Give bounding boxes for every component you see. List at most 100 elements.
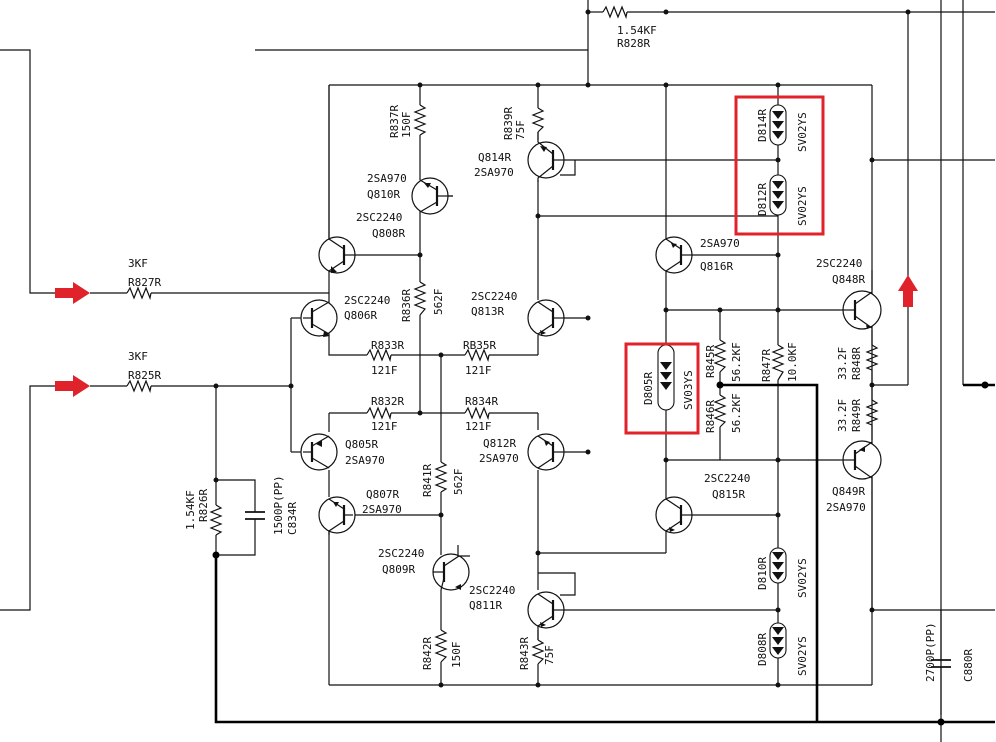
resistor-r833-value: 121F bbox=[371, 364, 398, 377]
resistor-r846-ref: R846R bbox=[704, 400, 717, 433]
resistor-r837-value: 150F bbox=[400, 112, 413, 139]
transistor-q849-type: 2SA970 bbox=[826, 501, 866, 514]
resistor-r832-ref: R832R bbox=[371, 395, 404, 408]
junction-dots bbox=[212, 9, 989, 726]
capacitor-c880-ref: C880R bbox=[962, 649, 975, 682]
transistor-q849-ref: Q849R bbox=[832, 485, 865, 498]
resistor-r827-value: 3KF bbox=[128, 257, 148, 270]
diode-d810-type: SV02YS bbox=[796, 558, 809, 598]
input-arrow-lower bbox=[55, 375, 90, 397]
input-arrow-upper bbox=[55, 282, 90, 304]
resistor-r834: R834R 121F bbox=[464, 395, 498, 433]
transistor-q812: Q812R 2SA970 bbox=[479, 433, 565, 471]
diode-d805-ref: D805R bbox=[642, 372, 655, 405]
capacitor-c834-value: 1500P(PP) bbox=[272, 475, 285, 535]
resistor-r828: 1.54KF R828R bbox=[602, 5, 657, 50]
capacitor-c834-ref: C834R bbox=[286, 502, 299, 535]
diode-d810: D810R SV02YS bbox=[756, 547, 809, 598]
diode-d814-ref: D814R bbox=[756, 109, 769, 142]
transistor-q848: 2SC2240 Q848R bbox=[816, 257, 882, 330]
resistor-r847: R847R 10.0KF bbox=[760, 342, 799, 382]
resistor-r847-ref: R847R bbox=[760, 349, 773, 382]
diode-d814: D814R SV02YS bbox=[756, 104, 809, 152]
resistor-r836: R836R 562F bbox=[400, 281, 445, 322]
resistor-r826-ref: R826R bbox=[197, 489, 210, 522]
diode-d810-ref: D810R bbox=[756, 557, 769, 590]
resistor-r846: R846R 56.2KF bbox=[704, 393, 743, 433]
resistor-r833-ref: R833R bbox=[371, 339, 404, 352]
resistor-r839: R839R 75F bbox=[502, 107, 545, 140]
resistor-r843-ref: R843R bbox=[518, 637, 531, 670]
transistor-q811-type: 2SC2240 bbox=[469, 584, 515, 597]
resistor-r849-value: 33.2F bbox=[836, 399, 849, 432]
resistor-r841-ref: R841R bbox=[421, 464, 434, 497]
resistor-r834-value: 121F bbox=[465, 420, 492, 433]
highlight-box-d814-d812 bbox=[734, 95, 825, 236]
capacitor-c880-value: 2700P(PP) bbox=[924, 622, 937, 682]
transistor-q815-ref: Q815R bbox=[712, 488, 745, 501]
resistor-r846-value: 56.2KF bbox=[730, 393, 743, 433]
resistor-r848-ref: R848R bbox=[850, 347, 863, 380]
diode-d812-type: SV02YS bbox=[796, 186, 809, 226]
resistor-r825-value: 3KF bbox=[128, 350, 148, 363]
resistor-r826: 1.54KF R826R bbox=[184, 489, 223, 536]
transistor-q848-ref: Q848R bbox=[832, 273, 865, 286]
resistor-r826-value: 1.54KF bbox=[184, 490, 197, 530]
resistor-r832: R832R 121F bbox=[366, 395, 404, 433]
transistor-q848-type: 2SC2240 bbox=[816, 257, 862, 270]
resistor-r833: R833R 121F bbox=[366, 339, 404, 377]
transistor-q809-type: 2SC2240 bbox=[378, 547, 424, 560]
transistor-q805-type: 2SA970 bbox=[345, 454, 385, 467]
transistor-q816-type: 2SA970 bbox=[700, 237, 740, 250]
resistor-r839-value: 75F bbox=[514, 120, 527, 140]
resistor-r842-value: 150F bbox=[450, 642, 463, 669]
transistor-q805-ref: Q805R bbox=[345, 438, 378, 451]
resistor-r828-ref: R828R bbox=[617, 37, 650, 50]
resistor-r849-ref: R849R bbox=[850, 399, 863, 432]
resistor-r841-value: 562F bbox=[452, 469, 465, 496]
transistor-q849: Q849R 2SA970 bbox=[826, 440, 882, 514]
resistor-r845-value: 56.2KF bbox=[730, 342, 743, 382]
resistor-r843: R843R 75F bbox=[518, 637, 556, 670]
resistor-r828-value: 1.54KF bbox=[617, 24, 657, 37]
transistor-q813: 2SC2240 Q813R bbox=[471, 290, 565, 337]
resistor-r845-ref: R845R bbox=[704, 345, 717, 378]
resistor-r839-ref: R839R bbox=[502, 107, 515, 140]
transistor-q811-ref: Q811R bbox=[469, 599, 502, 612]
transistor-q806-ref: Q806R bbox=[344, 309, 377, 322]
resistor-r849: 33.2F R849R bbox=[836, 399, 879, 432]
diode-d808: D808R SV02YS bbox=[756, 622, 809, 676]
resistor-r847-value: 10.0KF bbox=[786, 342, 799, 382]
resistor-r835: RB35R 121F bbox=[463, 339, 496, 377]
transistor-q806-type: 2SC2240 bbox=[344, 294, 390, 307]
transistor-q816-ref: Q816R bbox=[700, 260, 733, 273]
transistor-q808-ref: Q808R bbox=[372, 227, 405, 240]
capacitor-c880: 2700P(PP) C880R bbox=[924, 610, 975, 682]
transistor-q808: 2SC2240 Q808R bbox=[318, 85, 405, 275]
transistor-q810-ref: Q810R bbox=[367, 188, 400, 201]
resistor-r843-value: 75F bbox=[543, 645, 556, 665]
resistor-r841: R841R 562F bbox=[421, 461, 465, 497]
resistor-r832-value: 121F bbox=[371, 420, 398, 433]
diode-d805-type: SV03YS bbox=[682, 370, 695, 410]
resistor-r845: R845R 56.2KF bbox=[704, 339, 743, 382]
transistor-q811: 2SC2240 Q811R bbox=[469, 584, 565, 640]
resistor-r827-ref: R827R bbox=[128, 276, 161, 289]
transistor-q809-ref: Q809R bbox=[382, 563, 415, 576]
resistor-r835-ref: RB35R bbox=[463, 339, 496, 352]
transistor-q810: 2SA970 Q810R bbox=[367, 172, 453, 215]
transistor-q806: 2SC2240 Q806R bbox=[300, 294, 390, 340]
resistor-r825-ref: R825R bbox=[128, 369, 161, 382]
transistor-q813-type: 2SC2240 bbox=[471, 290, 517, 303]
resistor-r835-value: 121F bbox=[465, 364, 492, 377]
resistor-r827: 3KF R827R bbox=[126, 257, 161, 301]
transistor-q808-type: 2SC2240 bbox=[356, 211, 402, 224]
transistor-q814-type: 2SA970 bbox=[474, 166, 514, 179]
transistor-q815-type: 2SC2240 bbox=[704, 472, 750, 485]
highlight-box-d805 bbox=[624, 342, 700, 435]
resistor-r836-value: 562F bbox=[432, 289, 445, 316]
output-arrow-up bbox=[898, 275, 918, 307]
transistor-q807-type: 2SA970 bbox=[362, 503, 402, 516]
